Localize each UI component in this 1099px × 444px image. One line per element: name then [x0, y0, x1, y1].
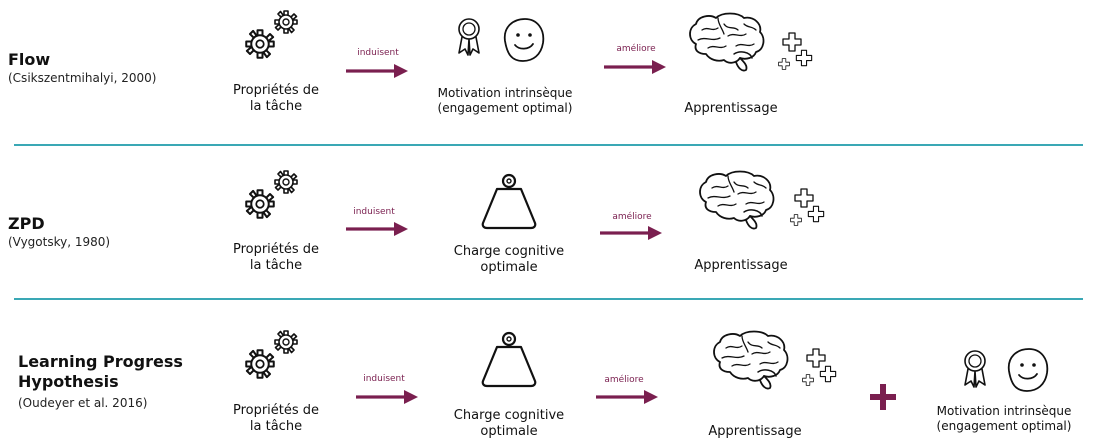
arrow-right-icon — [346, 64, 408, 78]
middle-label: Charge cognitive optimale — [424, 408, 594, 440]
brain-icon — [689, 12, 765, 72]
arrow-right-icon — [604, 60, 666, 74]
arrow-right-icon — [600, 226, 662, 240]
arrow-label-induisent: induisent — [363, 374, 405, 384]
weight-icon — [481, 173, 537, 230]
arrow-right-icon — [596, 390, 658, 404]
middle-label-line-1: Charge cognitive — [453, 244, 565, 259]
row-title: Learning Progress Hypothesis — [18, 352, 183, 392]
row-citation: (Csikszentmihalyi, 2000) — [8, 71, 157, 85]
result-label: Apprentissage — [694, 258, 788, 273]
task-label: Propriétés de la tâche — [223, 83, 329, 115]
arrow-label-ameliore: améliore — [612, 212, 652, 222]
task-label-line-1: Propriétés de — [232, 83, 320, 98]
gears-icon — [244, 330, 306, 388]
row-separator — [14, 144, 1083, 146]
weight-icon — [481, 331, 537, 388]
extra-label: Motivation intrinsèque (engagement optim… — [912, 404, 1096, 434]
arrow-right-icon — [356, 390, 418, 404]
brain-icon — [699, 170, 775, 230]
task-label-line-1: Propriétés de — [232, 403, 320, 418]
arrow-label-ameliore: améliore — [604, 375, 644, 385]
row-citation: (Oudeyer et al. 2016) — [18, 396, 148, 410]
extra-label-line-2: (engagement optimal) — [936, 419, 1072, 433]
gears-icon — [244, 170, 306, 228]
middle-label: Motivation intrinsèque (engagement optim… — [410, 86, 600, 116]
crosses-icon — [776, 30, 818, 76]
arrow-label-induisent: induisent — [353, 207, 395, 217]
row-title-line-1: Learning Progress — [18, 352, 183, 371]
arrow-label-induisent: induisent — [357, 48, 399, 58]
arrow-right-icon — [346, 222, 408, 236]
task-label-line-1: Propriétés de — [232, 242, 320, 257]
row-title-line-2: Hypothesis — [18, 372, 119, 391]
extra-label-line-1: Motivation intrinsèque — [936, 404, 1072, 418]
gears-icon — [244, 10, 306, 68]
smiley-icon — [1007, 348, 1049, 392]
arrow-label-ameliore: améliore — [616, 44, 656, 54]
task-label: Propriétés de la tâche — [223, 242, 329, 274]
middle-label-line-2: optimale — [480, 424, 538, 439]
smiley-icon — [503, 18, 545, 62]
row-title: Flow — [8, 50, 51, 69]
row-separator — [14, 298, 1083, 300]
brain-icon — [713, 330, 789, 390]
middle-label-line-1: Charge cognitive — [453, 408, 565, 423]
task-label-line-2: la tâche — [249, 99, 303, 114]
award-icon — [458, 18, 480, 56]
result-label: Apprentissage — [684, 101, 778, 116]
middle-label-line-2: optimale — [480, 260, 538, 275]
middle-label-line-1: Motivation intrinsèque — [437, 86, 573, 100]
task-label-line-2: la tâche — [249, 258, 303, 273]
middle-label: Charge cognitive optimale — [424, 244, 594, 276]
result-label: Apprentissage — [708, 424, 802, 439]
middle-label-line-2: (engagement optimal) — [437, 101, 573, 115]
task-label-line-2: la tâche — [249, 419, 303, 434]
crosses-icon — [800, 346, 842, 392]
task-label: Propriétés de la tâche — [223, 403, 329, 435]
row-title: ZPD — [8, 214, 45, 233]
plus-icon — [870, 384, 896, 410]
award-icon — [964, 350, 986, 388]
crosses-icon — [788, 186, 830, 232]
row-citation: (Vygotsky, 1980) — [8, 235, 111, 249]
